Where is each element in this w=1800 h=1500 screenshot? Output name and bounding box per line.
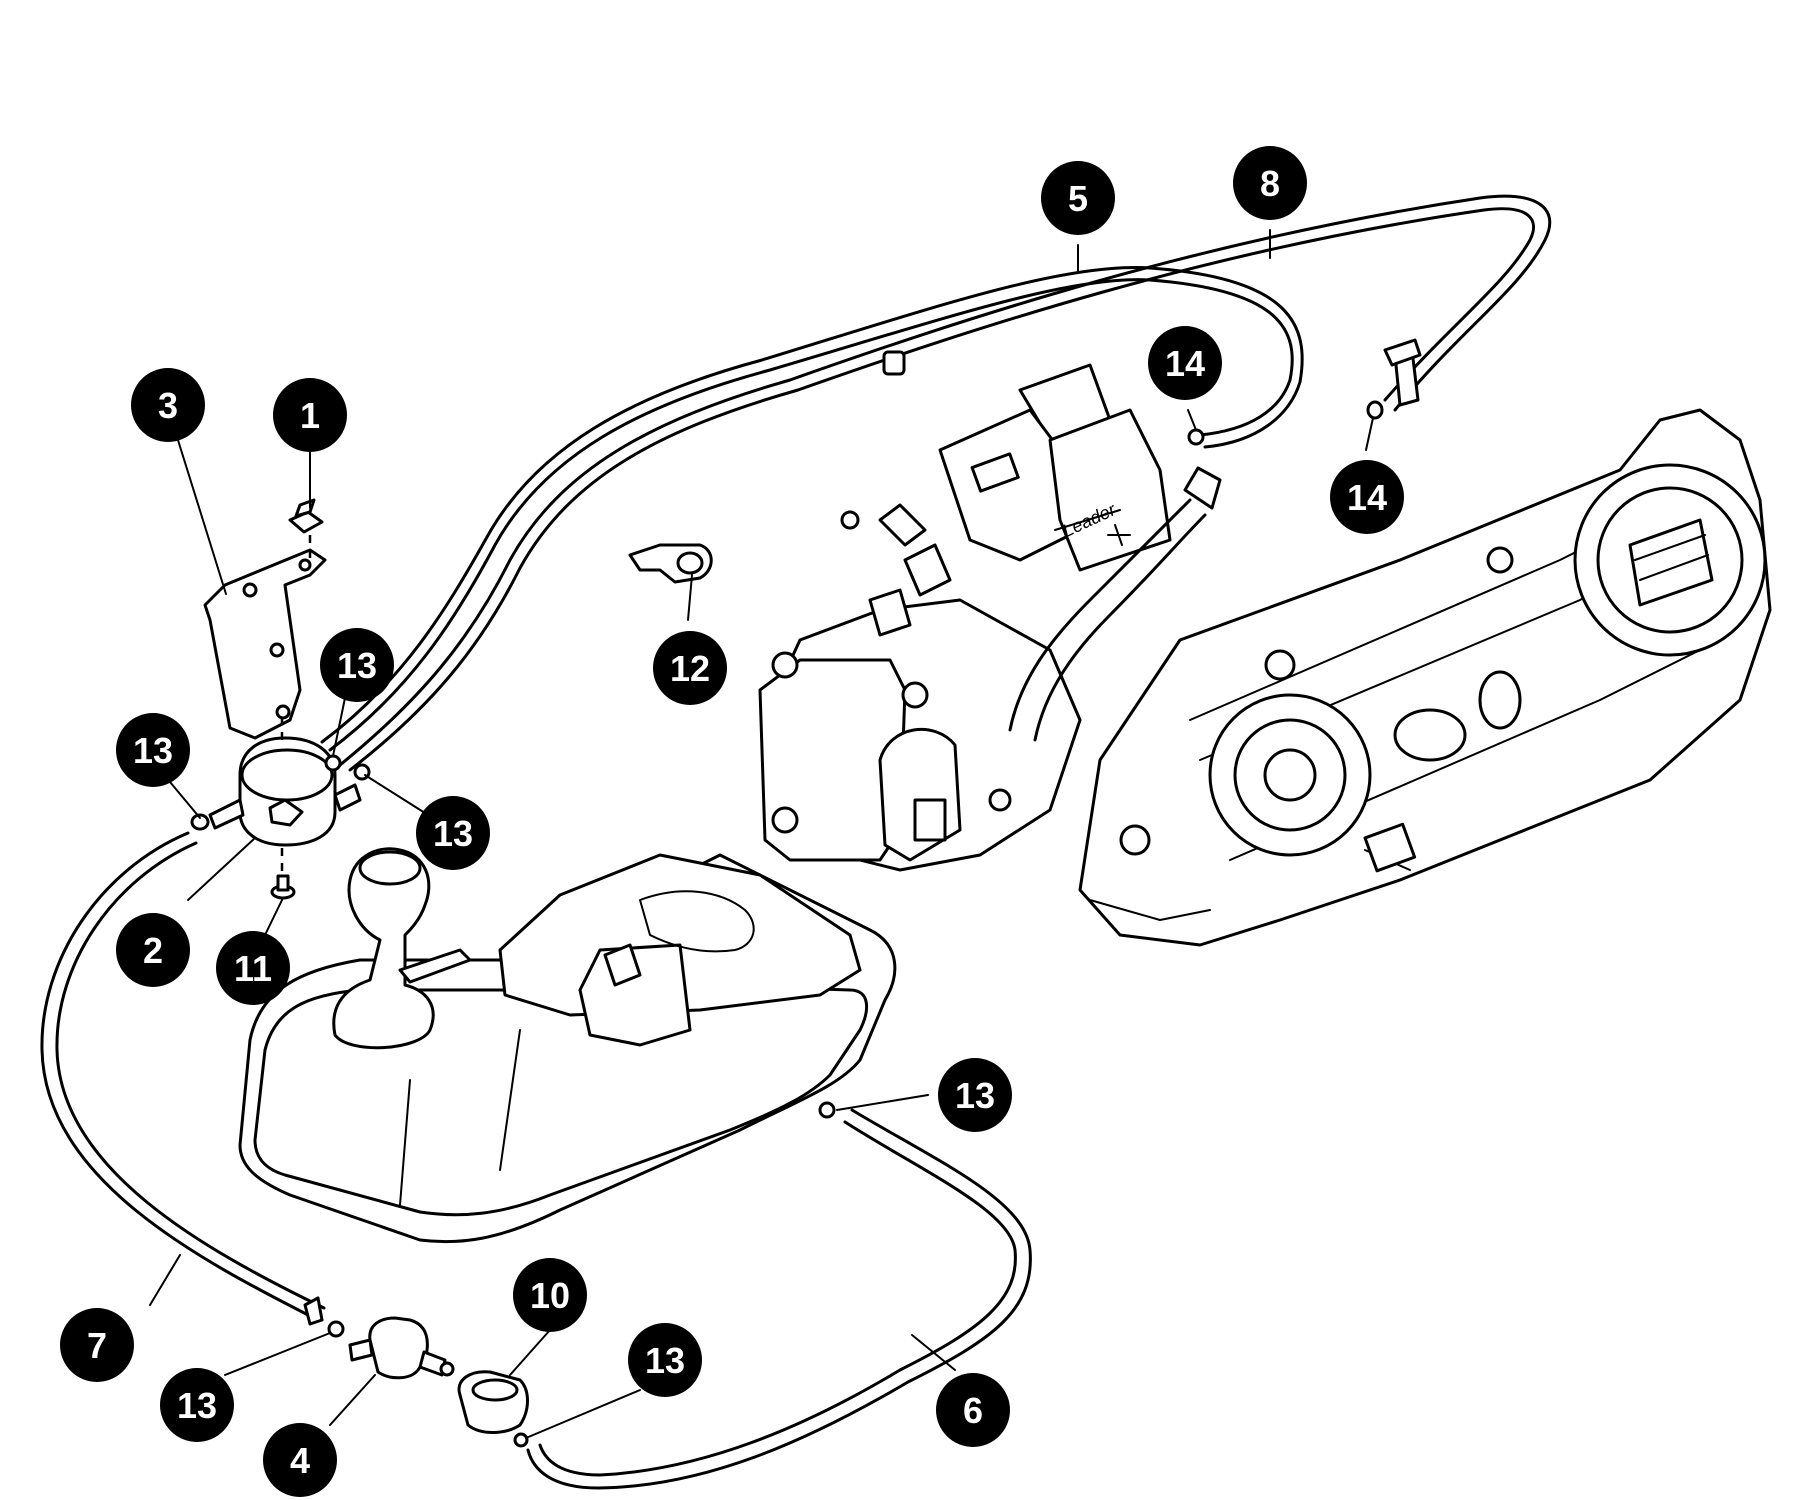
callout-label-13-b: 13 bbox=[337, 645, 377, 686]
engine-assembly: Leader bbox=[758, 338, 1772, 947]
callout-label-4: 4 bbox=[290, 1440, 310, 1481]
callout-label-13-c: 13 bbox=[433, 813, 473, 854]
callout-4: 4 bbox=[263, 1423, 337, 1497]
callout-label-10: 10 bbox=[530, 1275, 570, 1316]
callout-1: 1 bbox=[273, 378, 347, 452]
callout-label-13-a: 13 bbox=[133, 730, 173, 771]
callout-label-14-b: 14 bbox=[1347, 477, 1387, 518]
fuel-tank bbox=[238, 847, 897, 1244]
callout-13-c: 13 bbox=[416, 796, 490, 870]
callout-label-6: 6 bbox=[963, 1390, 983, 1431]
callout-label-8: 8 bbox=[1260, 163, 1280, 204]
callout-label-13-d: 13 bbox=[955, 1075, 995, 1116]
callout-label-12: 12 bbox=[670, 648, 710, 689]
bracket-part-3 bbox=[203, 548, 327, 740]
callout-5: 5 bbox=[1041, 161, 1115, 235]
callout-label-3: 3 bbox=[158, 385, 178, 426]
callout-label-14-a: 14 bbox=[1165, 343, 1205, 384]
callout-13-d: 13 bbox=[938, 1058, 1012, 1132]
callout-13-a: 13 bbox=[116, 713, 190, 787]
callout-3: 3 bbox=[131, 368, 205, 442]
clip-part-12 bbox=[628, 543, 713, 584]
callout-13-f: 13 bbox=[628, 1323, 702, 1397]
screw-part-11 bbox=[270, 874, 296, 900]
hose-5-and-8-lines bbox=[320, 194, 1552, 772]
callout-label-13-e: 13 bbox=[177, 1385, 217, 1426]
hose-6-line bbox=[526, 1108, 1032, 1490]
callout-7: 7 bbox=[60, 1308, 134, 1382]
callout-label-13-f: 13 bbox=[645, 1340, 685, 1381]
clip-part-1 bbox=[288, 498, 324, 534]
callout-2: 2 bbox=[116, 913, 190, 987]
callout-label-5: 5 bbox=[1068, 178, 1088, 219]
callout-6: 6 bbox=[936, 1373, 1010, 1447]
callout-10: 10 bbox=[513, 1258, 587, 1332]
callout-label-2: 2 bbox=[143, 930, 163, 971]
fuel-filter-part-4 bbox=[348, 1316, 455, 1380]
callout-14-b: 14 bbox=[1330, 460, 1404, 534]
callout-13-b: 13 bbox=[320, 628, 394, 702]
callout-11: 11 bbox=[216, 931, 290, 1005]
hose-7-line bbox=[40, 831, 326, 1322]
clamps-lower bbox=[303, 1296, 529, 1448]
callout-8: 8 bbox=[1233, 146, 1307, 220]
callout-14-a: 14 bbox=[1148, 326, 1222, 400]
callout-label-7: 7 bbox=[87, 1325, 107, 1366]
callout-13-e: 13 bbox=[160, 1368, 234, 1442]
clamp-part-10 bbox=[457, 1370, 529, 1434]
callout-label-11: 11 bbox=[234, 948, 272, 989]
callout-label-1: 1 bbox=[300, 395, 320, 436]
callout-12: 12 bbox=[653, 631, 727, 705]
fuel-part-2 bbox=[208, 736, 362, 847]
